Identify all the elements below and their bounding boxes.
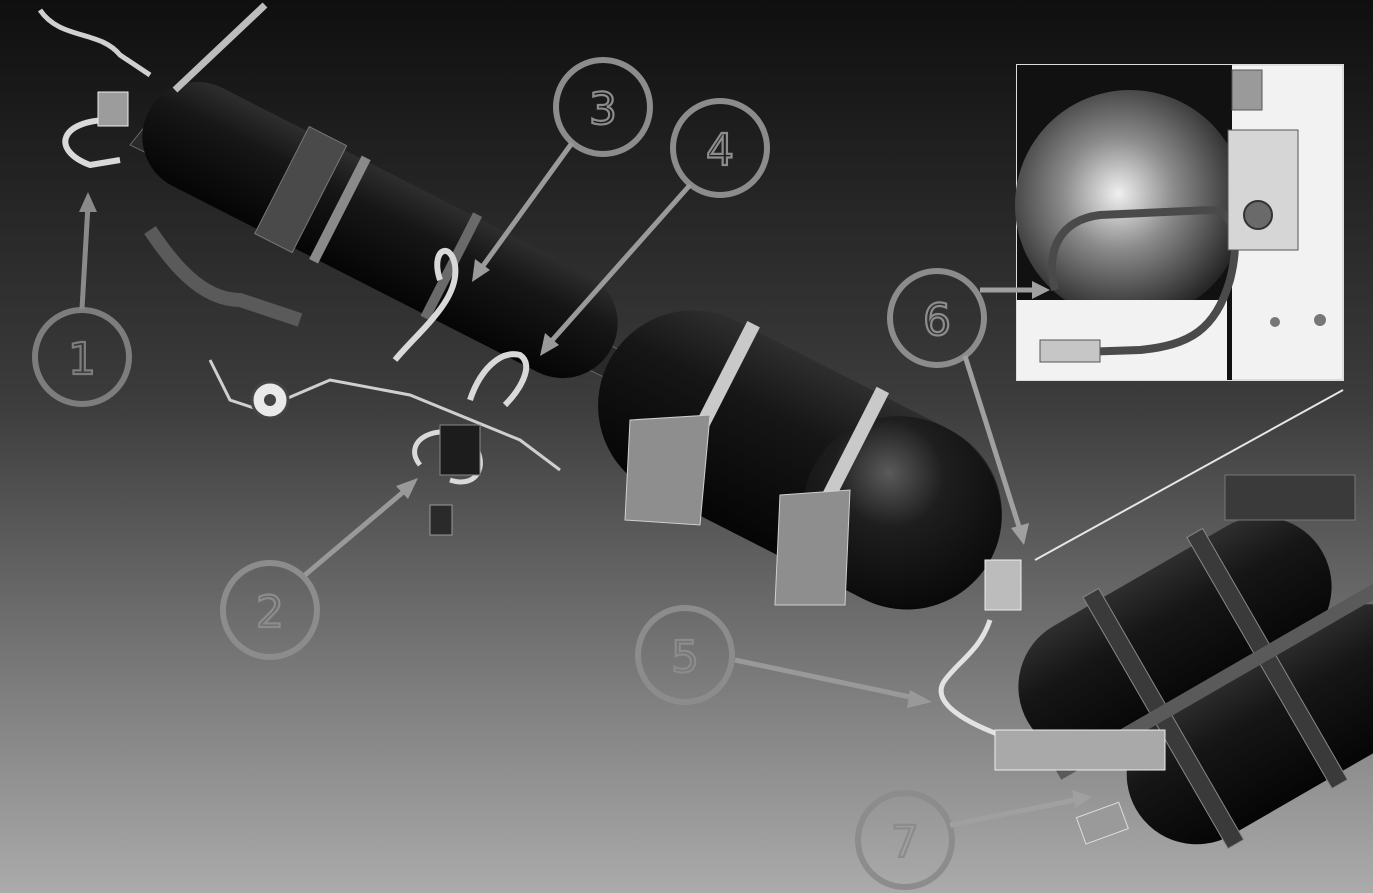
callout-4-label: 4 (706, 125, 734, 176)
callout-7-label: 7 (891, 817, 919, 868)
callout-4-circle (670, 98, 770, 198)
long-tank-body (142, 81, 618, 379)
middle-tank-assembly (598, 310, 1022, 738)
callout-6: 6 (887, 268, 1050, 545)
bracket-right (774, 489, 851, 606)
callout-7: 7 (855, 790, 1092, 890)
callout-5-arrow (734, 657, 916, 701)
callout-4-arrow (546, 183, 692, 347)
callout-1: 1 (32, 192, 132, 407)
inset-fitting (1039, 339, 1101, 363)
callout-3-label: 3 (589, 84, 617, 135)
twin-outlet-pipe (1075, 801, 1129, 845)
inset-leader-line-1 (1034, 389, 1344, 561)
callout-1-circle (32, 307, 132, 407)
lower-pipe-bundle (208, 359, 561, 472)
callout-5: 5 (635, 605, 932, 708)
connecting-pipe-5 (938, 619, 1001, 738)
regulator-body (439, 424, 481, 476)
long-tank-strap-2 (309, 155, 371, 264)
lower-dark-hose (144, 226, 303, 327)
callout-3-arrow (477, 141, 575, 272)
hose-loop-3 (392, 248, 459, 362)
callout-3: 3 (472, 57, 653, 282)
valve-block-left (97, 91, 129, 127)
feed-pipe-diagonal (172, 2, 268, 93)
callout-2-label: 2 (256, 587, 284, 638)
hose-loop-4 (467, 351, 530, 408)
long-tank-strap-3 (420, 212, 483, 321)
callout-7-circle (855, 790, 955, 890)
long-tank-strap-1 (254, 125, 348, 254)
inset-valve-block (1227, 129, 1299, 251)
callout-5-circle (635, 605, 735, 705)
main-tank-assembly (37, 2, 641, 536)
callout-6-label: 6 (923, 295, 951, 346)
callout-1-label: 1 (68, 334, 96, 385)
callout-6-arrow-tank (962, 355, 1023, 531)
callouts: 1 2 3 4 5 (32, 57, 1092, 890)
tank-end-valve (984, 559, 1022, 611)
twin-tank-upper (1018, 516, 1332, 757)
callout-4: 4 (540, 98, 770, 356)
feed-pipe-upper (37, 8, 152, 78)
callout-7-arrow (949, 797, 1076, 828)
hook-pipe (62, 117, 121, 169)
callout-2: 2 (220, 478, 418, 660)
inset-tank-dome (1015, 90, 1245, 320)
callout-2-circle (220, 560, 320, 660)
inset-detail-view (1015, 64, 1344, 561)
twin-manifold (994, 729, 1166, 771)
callout-1-arrow (79, 204, 91, 310)
callout-5-label: 5 (671, 632, 699, 683)
middle-tank-dome (803, 416, 1002, 609)
callout-2-arrow (303, 486, 410, 577)
callout-6-circle (887, 268, 987, 368)
bracket-left (624, 414, 711, 526)
twin-tank-assembly (994, 474, 1373, 850)
callout-3-circle (553, 57, 653, 157)
